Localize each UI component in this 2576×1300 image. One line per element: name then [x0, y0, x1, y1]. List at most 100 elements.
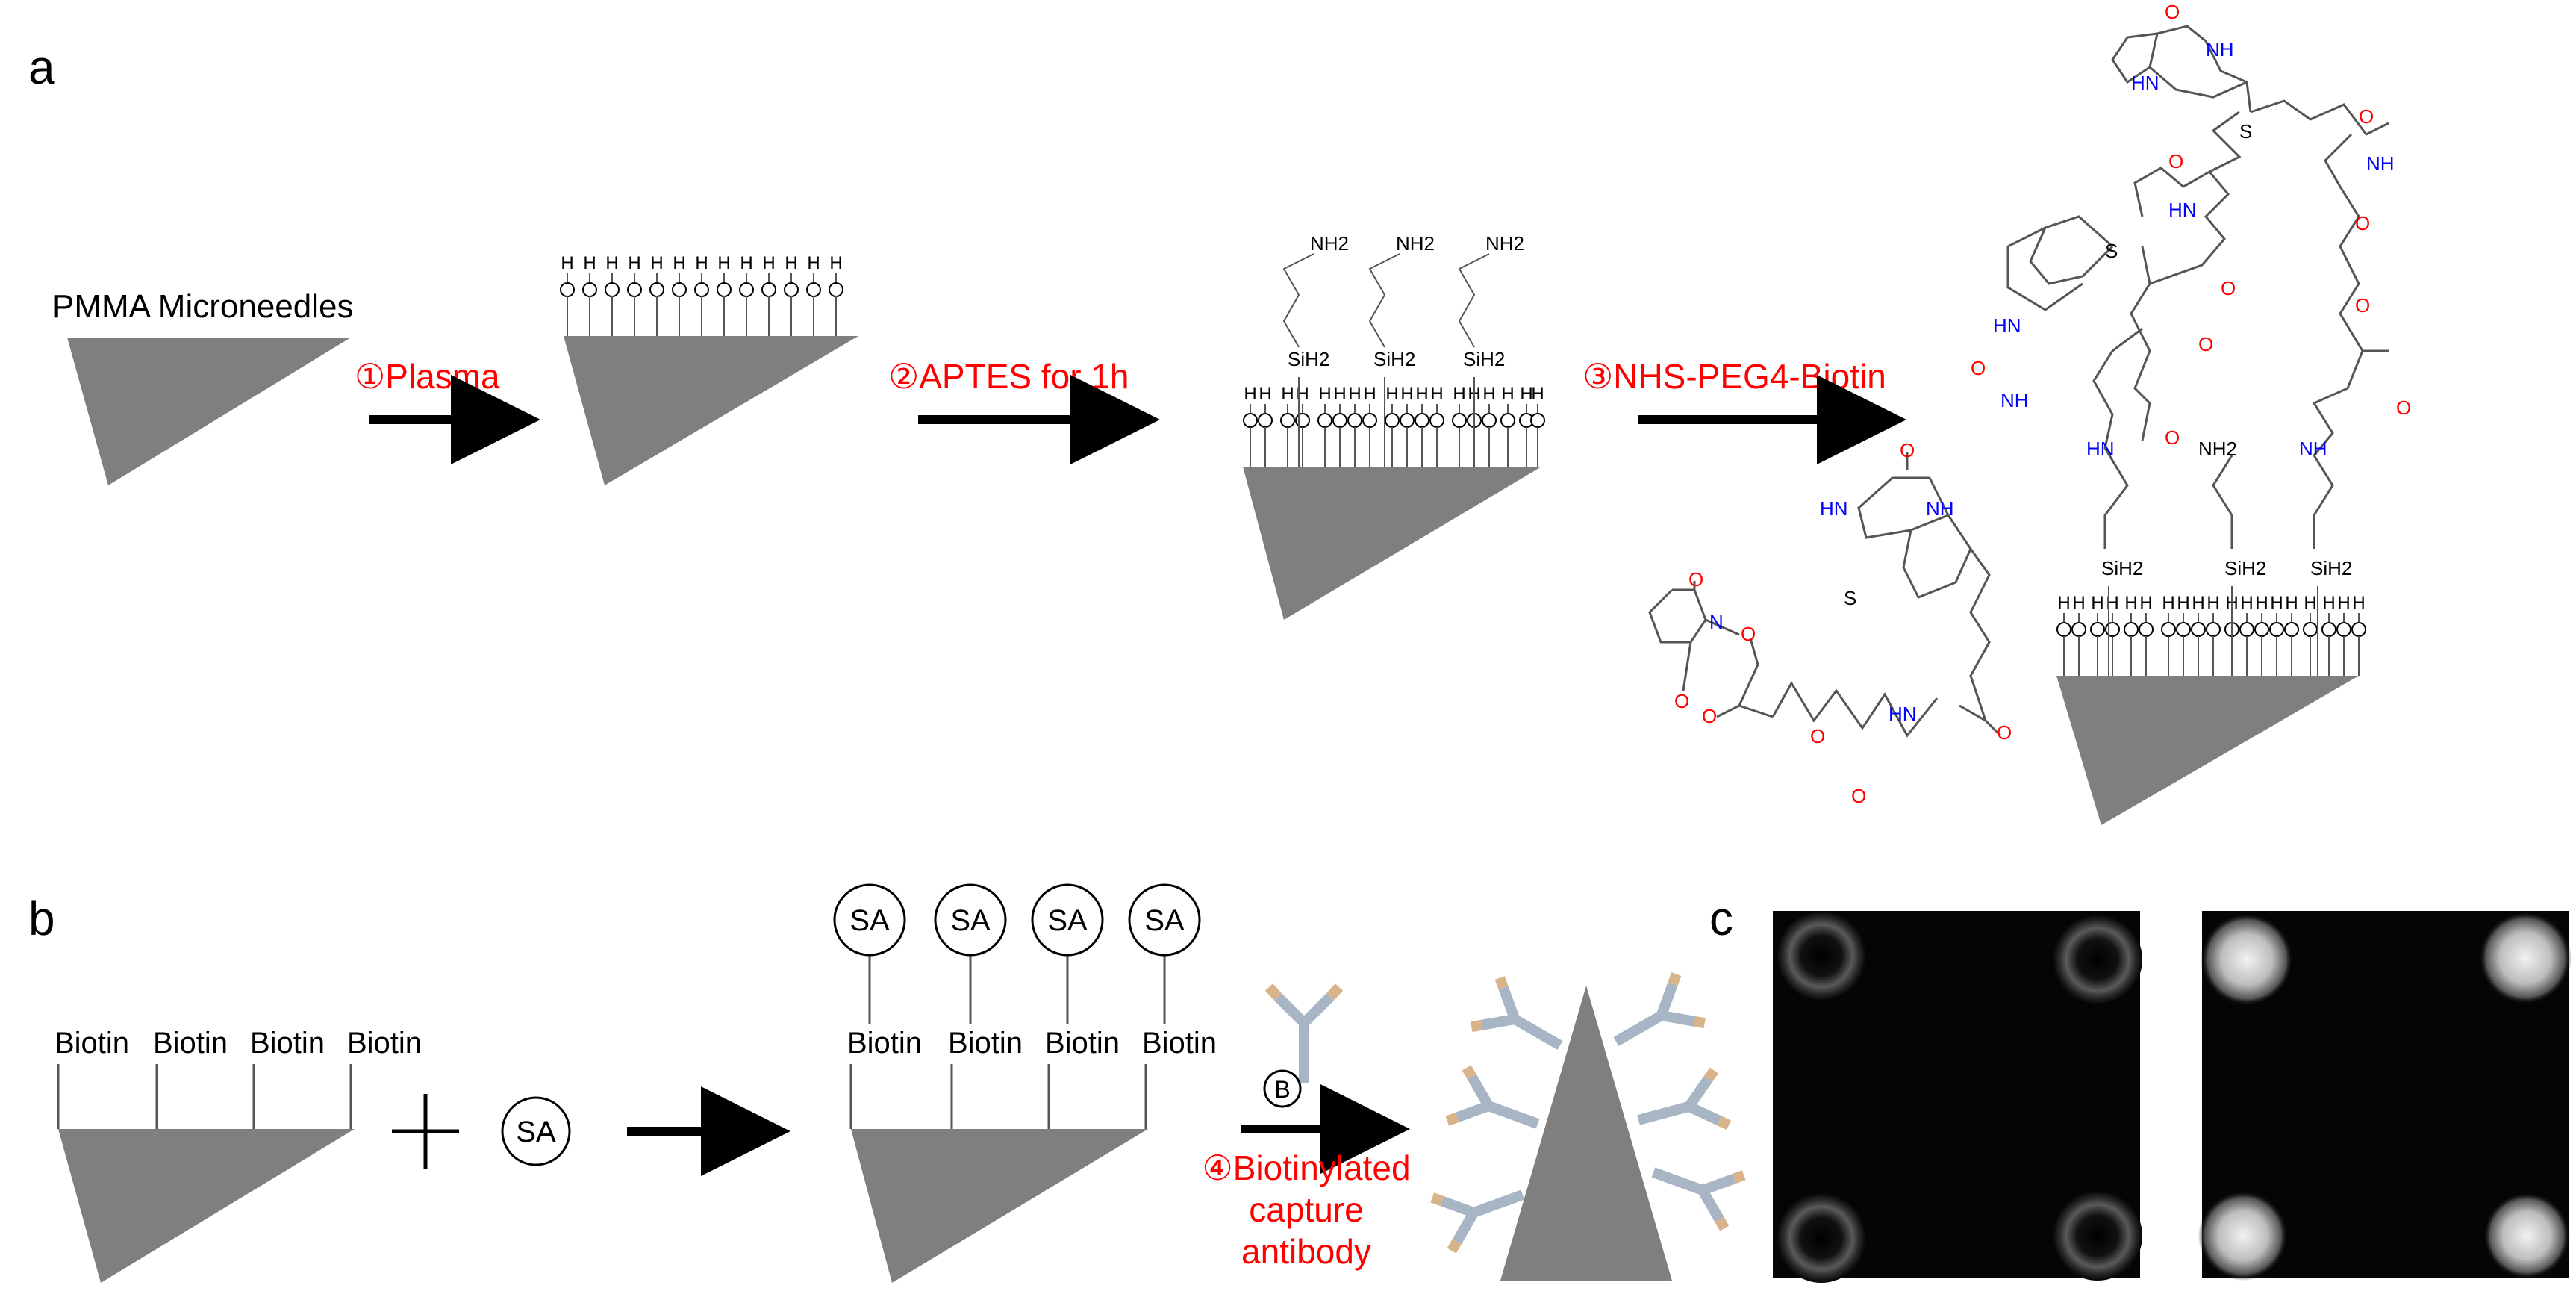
svg-text:H: H	[1296, 384, 1309, 404]
final-silane: SiH2	[2310, 557, 2352, 676]
svg-text:H: H	[740, 253, 752, 273]
svg-text:HN: HN	[2168, 199, 2197, 221]
hydroxyl-group: H	[761, 253, 776, 336]
step-plasma-label: ①Plasma	[355, 357, 500, 396]
streptavidin-circle	[501, 1096, 571, 1166]
svg-text:H: H	[2072, 593, 2085, 613]
svg-text:SA: SA	[950, 904, 991, 937]
svg-text:HN: HN	[1993, 314, 2021, 337]
hydroxyl-group: H	[582, 253, 597, 336]
svg-text:Biotin: Biotin	[54, 1027, 129, 1060]
svg-text:NH: NH	[2000, 389, 2029, 411]
hydroxyl-group: H	[1243, 384, 1258, 467]
svg-text:H: H	[717, 253, 730, 273]
svg-text:SiH2: SiH2	[1463, 348, 1505, 370]
svg-text:HN: HN	[2086, 438, 2115, 460]
micrograph-after	[2198, 911, 2572, 1281]
svg-text:O: O	[1997, 721, 2012, 744]
svg-text:H: H	[1348, 384, 1361, 404]
svg-text:Biotin: Biotin	[153, 1027, 228, 1060]
svg-text:H: H	[695, 253, 708, 273]
hydroxyl-group: H	[784, 253, 799, 336]
micrograph-before	[1773, 911, 2142, 1283]
svg-text:H: H	[673, 253, 685, 273]
svg-text:H: H	[2106, 593, 2118, 613]
capture-antibody	[1613, 972, 1706, 1047]
biotin-linker: Biotin	[54, 1027, 129, 1129]
microneedle-aptes	[1243, 467, 1541, 620]
biotin-linker: Biotin	[153, 1027, 228, 1129]
hydroxyl-group: H	[2090, 593, 2105, 676]
svg-text:H: H	[2192, 593, 2204, 613]
capture-antibody	[1651, 1167, 1746, 1231]
hydroxyl-group: H	[1385, 384, 1400, 467]
hydroxyl-group: H	[739, 253, 754, 336]
svg-text:SiH2: SiH2	[1373, 348, 1415, 370]
svg-text:H: H	[1281, 384, 1294, 404]
svg-text:H: H	[2162, 593, 2174, 613]
hydroxyl-group: H	[2206, 593, 2221, 676]
svg-text:H: H	[2091, 593, 2103, 613]
svg-text:HN: HN	[1889, 703, 1917, 725]
hydroxyl-group: H	[694, 253, 709, 336]
svg-text:H: H	[2352, 593, 2365, 613]
svg-text:S: S	[1844, 587, 1856, 609]
svg-text:H: H	[1400, 384, 1413, 404]
svg-text:H: H	[2285, 593, 2298, 613]
svg-text:O: O	[1702, 705, 1717, 727]
svg-text:H: H	[2240, 593, 2253, 613]
svg-text:H: H	[1244, 384, 1256, 404]
svg-text:O: O	[2355, 294, 2370, 317]
svg-text:O: O	[2355, 212, 2370, 234]
capture-antibody	[1471, 976, 1563, 1051]
svg-text:H: H	[1531, 384, 1544, 404]
svg-text:H: H	[1318, 384, 1331, 404]
microneedle-biotin-left	[58, 1129, 355, 1283]
svg-text:NH2: NH2	[2198, 438, 2237, 460]
hydroxyl-group: H	[672, 253, 687, 336]
svg-text:NH: NH	[2299, 438, 2327, 460]
hydroxyl-group: H	[2056, 593, 2071, 676]
hydroxyl-group: H	[806, 253, 821, 336]
hydroxyl-group: H	[2336, 593, 2351, 676]
svg-text:H: H	[1385, 384, 1398, 404]
antibodies-on-needle	[1430, 972, 1746, 1254]
svg-text:HN: HN	[1820, 497, 1848, 520]
svg-text:O: O	[2168, 150, 2183, 172]
hydroxyl-group: H	[1317, 384, 1332, 467]
svg-text:Biotin: Biotin	[347, 1027, 422, 1060]
svg-text:H: H	[1333, 384, 1346, 404]
hydroxyl-group: H	[2071, 593, 2086, 676]
svg-text:SiH2: SiH2	[2224, 557, 2266, 579]
svg-text:④Biotinylated: ④Biotinylated	[1202, 1148, 1410, 1187]
svg-text:H: H	[2177, 593, 2189, 613]
svg-text:O: O	[2165, 1, 2180, 23]
nhs-peg4-biotin-atoms: O N O O O O O HN O S HN NH O	[1674, 439, 2012, 807]
biotin-marker-circle	[1263, 1069, 1302, 1108]
svg-text:SiH2: SiH2	[1288, 348, 1329, 370]
svg-text:H: H	[1415, 384, 1428, 404]
svg-text:SiH2: SiH2	[2310, 557, 2352, 579]
svg-text:O: O	[1851, 785, 1866, 807]
hydroxyl-group: H	[829, 253, 843, 336]
svg-text:H: H	[605, 253, 618, 273]
svg-text:H: H	[2337, 593, 2350, 613]
hydroxyl-group: H	[2124, 593, 2139, 676]
svg-text:Biotin: Biotin	[250, 1027, 325, 1060]
svg-text:Biotin: Biotin	[847, 1027, 922, 1060]
hydroxyl-group: H	[1347, 384, 1362, 467]
svg-text:H: H	[2322, 593, 2335, 613]
svg-text:O: O	[1674, 690, 1689, 712]
hydroxyl-group: H	[2191, 593, 2206, 676]
hydroxyl-group: H	[1332, 384, 1347, 467]
hydroxyl-group: H	[1280, 384, 1295, 467]
svg-text:NH: NH	[2366, 152, 2395, 175]
